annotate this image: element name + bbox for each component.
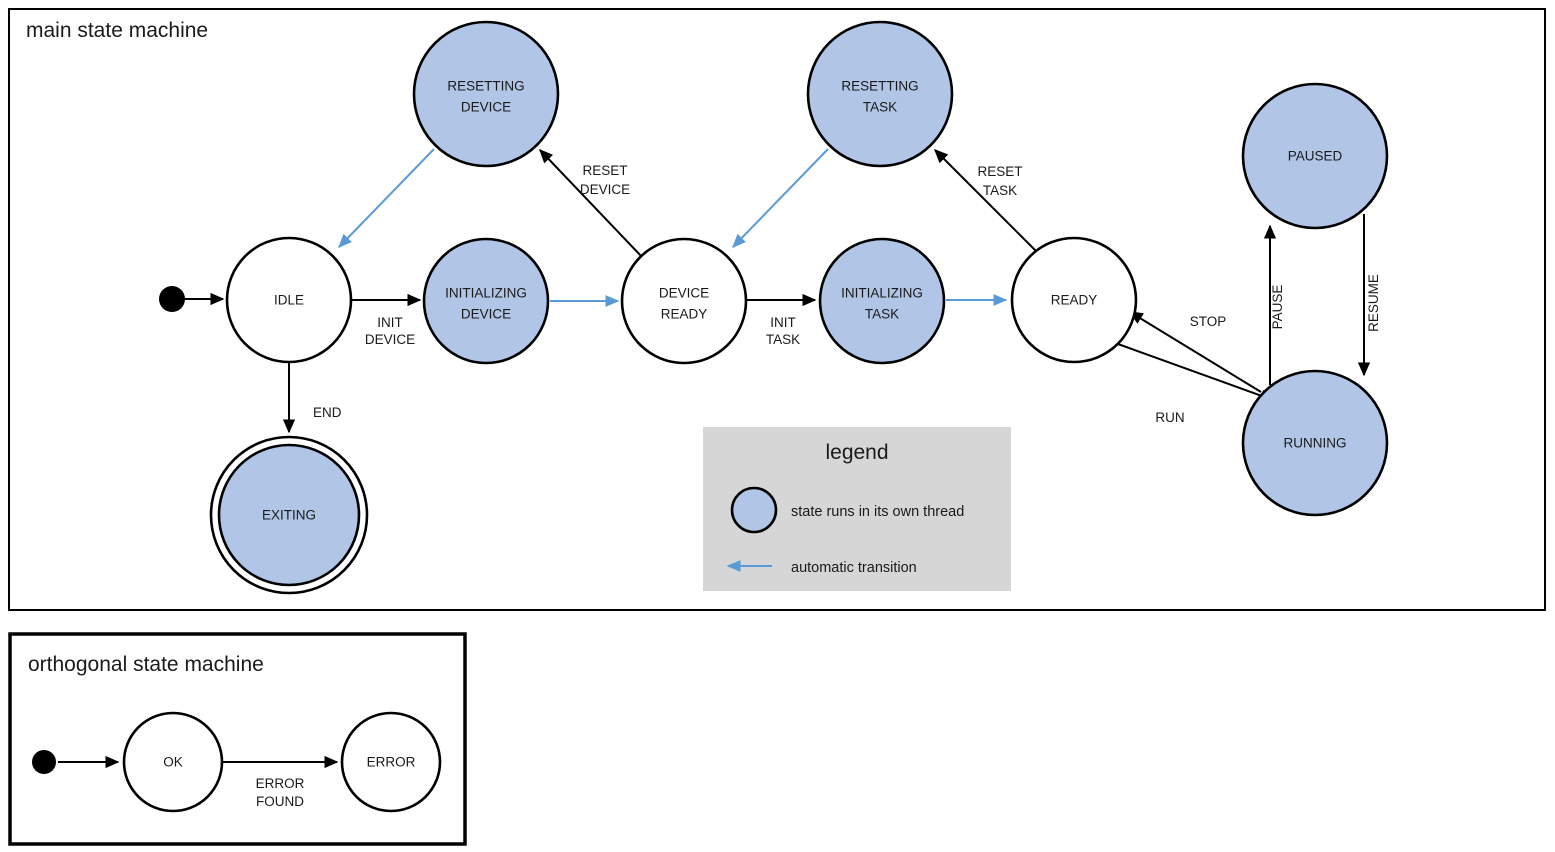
legend: legend state runs in its own thread auto… (703, 427, 1011, 591)
state-resetting-device-circle[interactable] (412, 20, 560, 168)
state-idle[interactable]: IDLE (225, 236, 353, 364)
label-run: RUN (1155, 410, 1184, 425)
initial-state-marker-orthogonal (32, 750, 56, 774)
state-initializing-task-circle[interactable] (818, 237, 946, 365)
state-initializing-device-label-line1: INITIALIZING (445, 286, 527, 301)
edge-ready-to-running (1117, 343, 1275, 402)
state-error[interactable]: ERROR (340, 711, 442, 813)
state-device-ready-circle[interactable] (620, 237, 748, 365)
state-device-ready[interactable]: DEVICE READY (620, 237, 748, 365)
state-resetting-device-label-line2: DEVICE (461, 100, 511, 115)
state-ok[interactable]: OK (122, 711, 224, 813)
label-error-found-line2: FOUND (256, 794, 304, 809)
state-resetting-device-label-line1: RESETTING (447, 79, 524, 94)
legend-item-0-text: state runs in its own thread (791, 504, 964, 520)
label-init-device-line1: INIT (377, 315, 403, 330)
label-error-found-line1: ERROR (256, 776, 305, 791)
state-initializing-device-label-line2: DEVICE (461, 307, 511, 322)
state-initializing-device[interactable]: INITIALIZING DEVICE (422, 237, 550, 365)
edge-running-to-ready (1128, 311, 1262, 393)
main-transitions: INIT DEVICE RESET DEVICE INIT TASK RESET… (185, 148, 1381, 434)
state-idle-label: IDLE (274, 293, 304, 308)
state-ready-circle[interactable] (1010, 236, 1138, 364)
initial-state-marker-main (159, 286, 185, 312)
legend-thread-state-icon (730, 486, 778, 534)
orthogonal-frame-title: orthogonal state machine (28, 653, 264, 676)
state-paused-circle[interactable] (1241, 82, 1389, 230)
label-reset-task-line2: TASK (983, 183, 1017, 198)
label-resume: RESUME (1366, 274, 1381, 332)
state-ready-label: READY (1051, 293, 1098, 308)
state-device-ready-label-line2: READY (661, 307, 708, 322)
label-pause: PAUSE (1270, 285, 1285, 330)
state-resetting-task[interactable]: RESETTING TASK (806, 20, 954, 168)
main-states: IDLE RESETTING DEVICE INITIALIZING DEVIC… (209, 20, 1389, 595)
state-exiting[interactable]: EXITING (209, 435, 369, 595)
edge-ready-to-resetting-task (934, 149, 1037, 252)
state-running-label: RUNNING (1284, 436, 1347, 451)
label-reset-device-line2: DEVICE (580, 182, 630, 197)
edge-resetting-task-to-device-ready (732, 148, 829, 249)
label-reset-device-line1: RESET (582, 163, 627, 178)
state-resetting-task-label-line2: TASK (863, 100, 897, 115)
edge-resetting-device-to-idle (338, 148, 435, 249)
label-init-device-line2: DEVICE (365, 332, 415, 347)
legend-title: legend (825, 441, 888, 464)
orthogonal-state-machine-frame: orthogonal state machine ERROR FOUND OK … (8, 632, 467, 846)
state-initializing-device-circle[interactable] (422, 237, 550, 365)
label-init-task-line1: INIT (770, 315, 796, 330)
state-idle-circle[interactable] (225, 236, 353, 364)
label-end: END (313, 405, 342, 420)
state-running-circle[interactable] (1241, 369, 1389, 517)
state-error-circle[interactable] (340, 711, 442, 813)
label-reset-task-line1: RESET (977, 164, 1022, 179)
state-ready[interactable]: READY (1010, 236, 1138, 364)
state-exiting-circle[interactable] (217, 443, 361, 587)
state-exiting-label: EXITING (262, 508, 316, 523)
state-initializing-task-label-line2: TASK (865, 307, 899, 322)
state-initializing-task[interactable]: INITIALIZING TASK (818, 237, 946, 365)
main-frame-title: main state machine (26, 19, 208, 42)
state-device-ready-label-line1: DEVICE (659, 286, 709, 301)
state-running[interactable]: RUNNING (1241, 369, 1389, 517)
label-init-task-line2: TASK (766, 332, 800, 347)
legend-item-1-text: automatic transition (791, 560, 917, 576)
state-ok-label: OK (163, 755, 183, 770)
state-paused[interactable]: PAUSED (1241, 82, 1389, 230)
edge-device-ready-to-resetting-device (539, 148, 644, 259)
state-resetting-device[interactable]: RESETTING DEVICE (412, 20, 560, 168)
state-resetting-task-circle[interactable] (806, 20, 954, 168)
state-resetting-task-label-line1: RESETTING (841, 79, 918, 94)
state-error-label: ERROR (367, 755, 416, 770)
state-ok-circle[interactable] (122, 711, 224, 813)
state-paused-label: PAUSED (1288, 149, 1343, 164)
label-stop: STOP (1190, 314, 1227, 329)
state-initializing-task-label-line1: INITIALIZING (841, 286, 923, 301)
